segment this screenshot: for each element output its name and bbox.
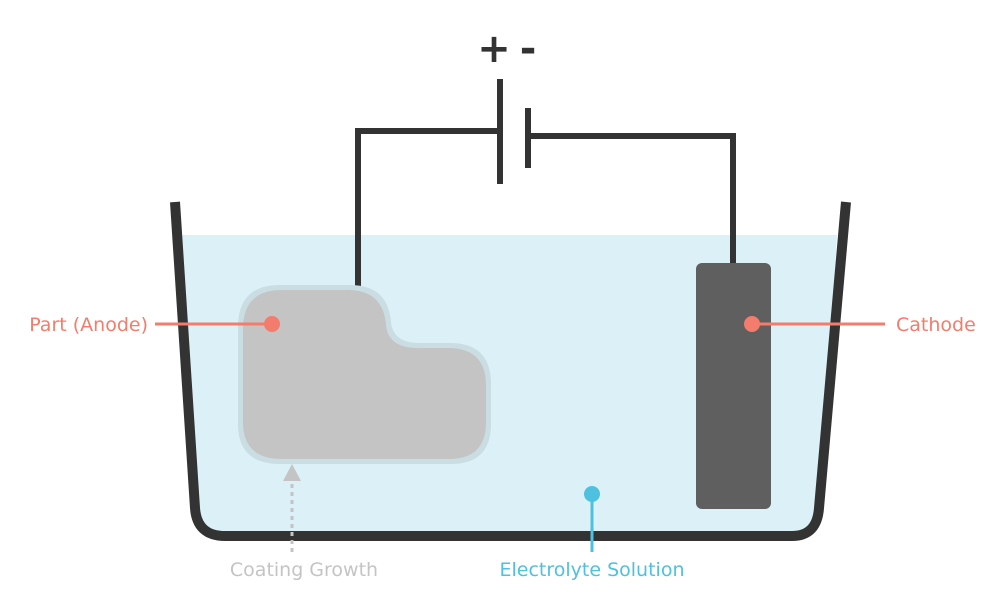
coating-growth-label: Coating Growth	[230, 559, 378, 581]
plus-sign: +	[477, 26, 511, 72]
minus-sign: -	[520, 26, 537, 72]
anode-callout-dot	[264, 316, 280, 332]
anode-wire	[355, 128, 500, 290]
cathode-plate	[696, 263, 771, 509]
anode-part	[243, 290, 486, 459]
cathode-wire	[528, 133, 736, 266]
electrolyte-label: Electrolyte Solution	[500, 559, 685, 581]
cathode-callout-dot	[744, 316, 760, 332]
anode-label: Part (Anode)	[29, 314, 148, 336]
tank	[170, 201, 851, 541]
coating-growth-arrow-head	[283, 464, 301, 481]
electrolyte-callout-dot	[584, 486, 600, 502]
cathode-label: Cathode	[896, 314, 976, 336]
